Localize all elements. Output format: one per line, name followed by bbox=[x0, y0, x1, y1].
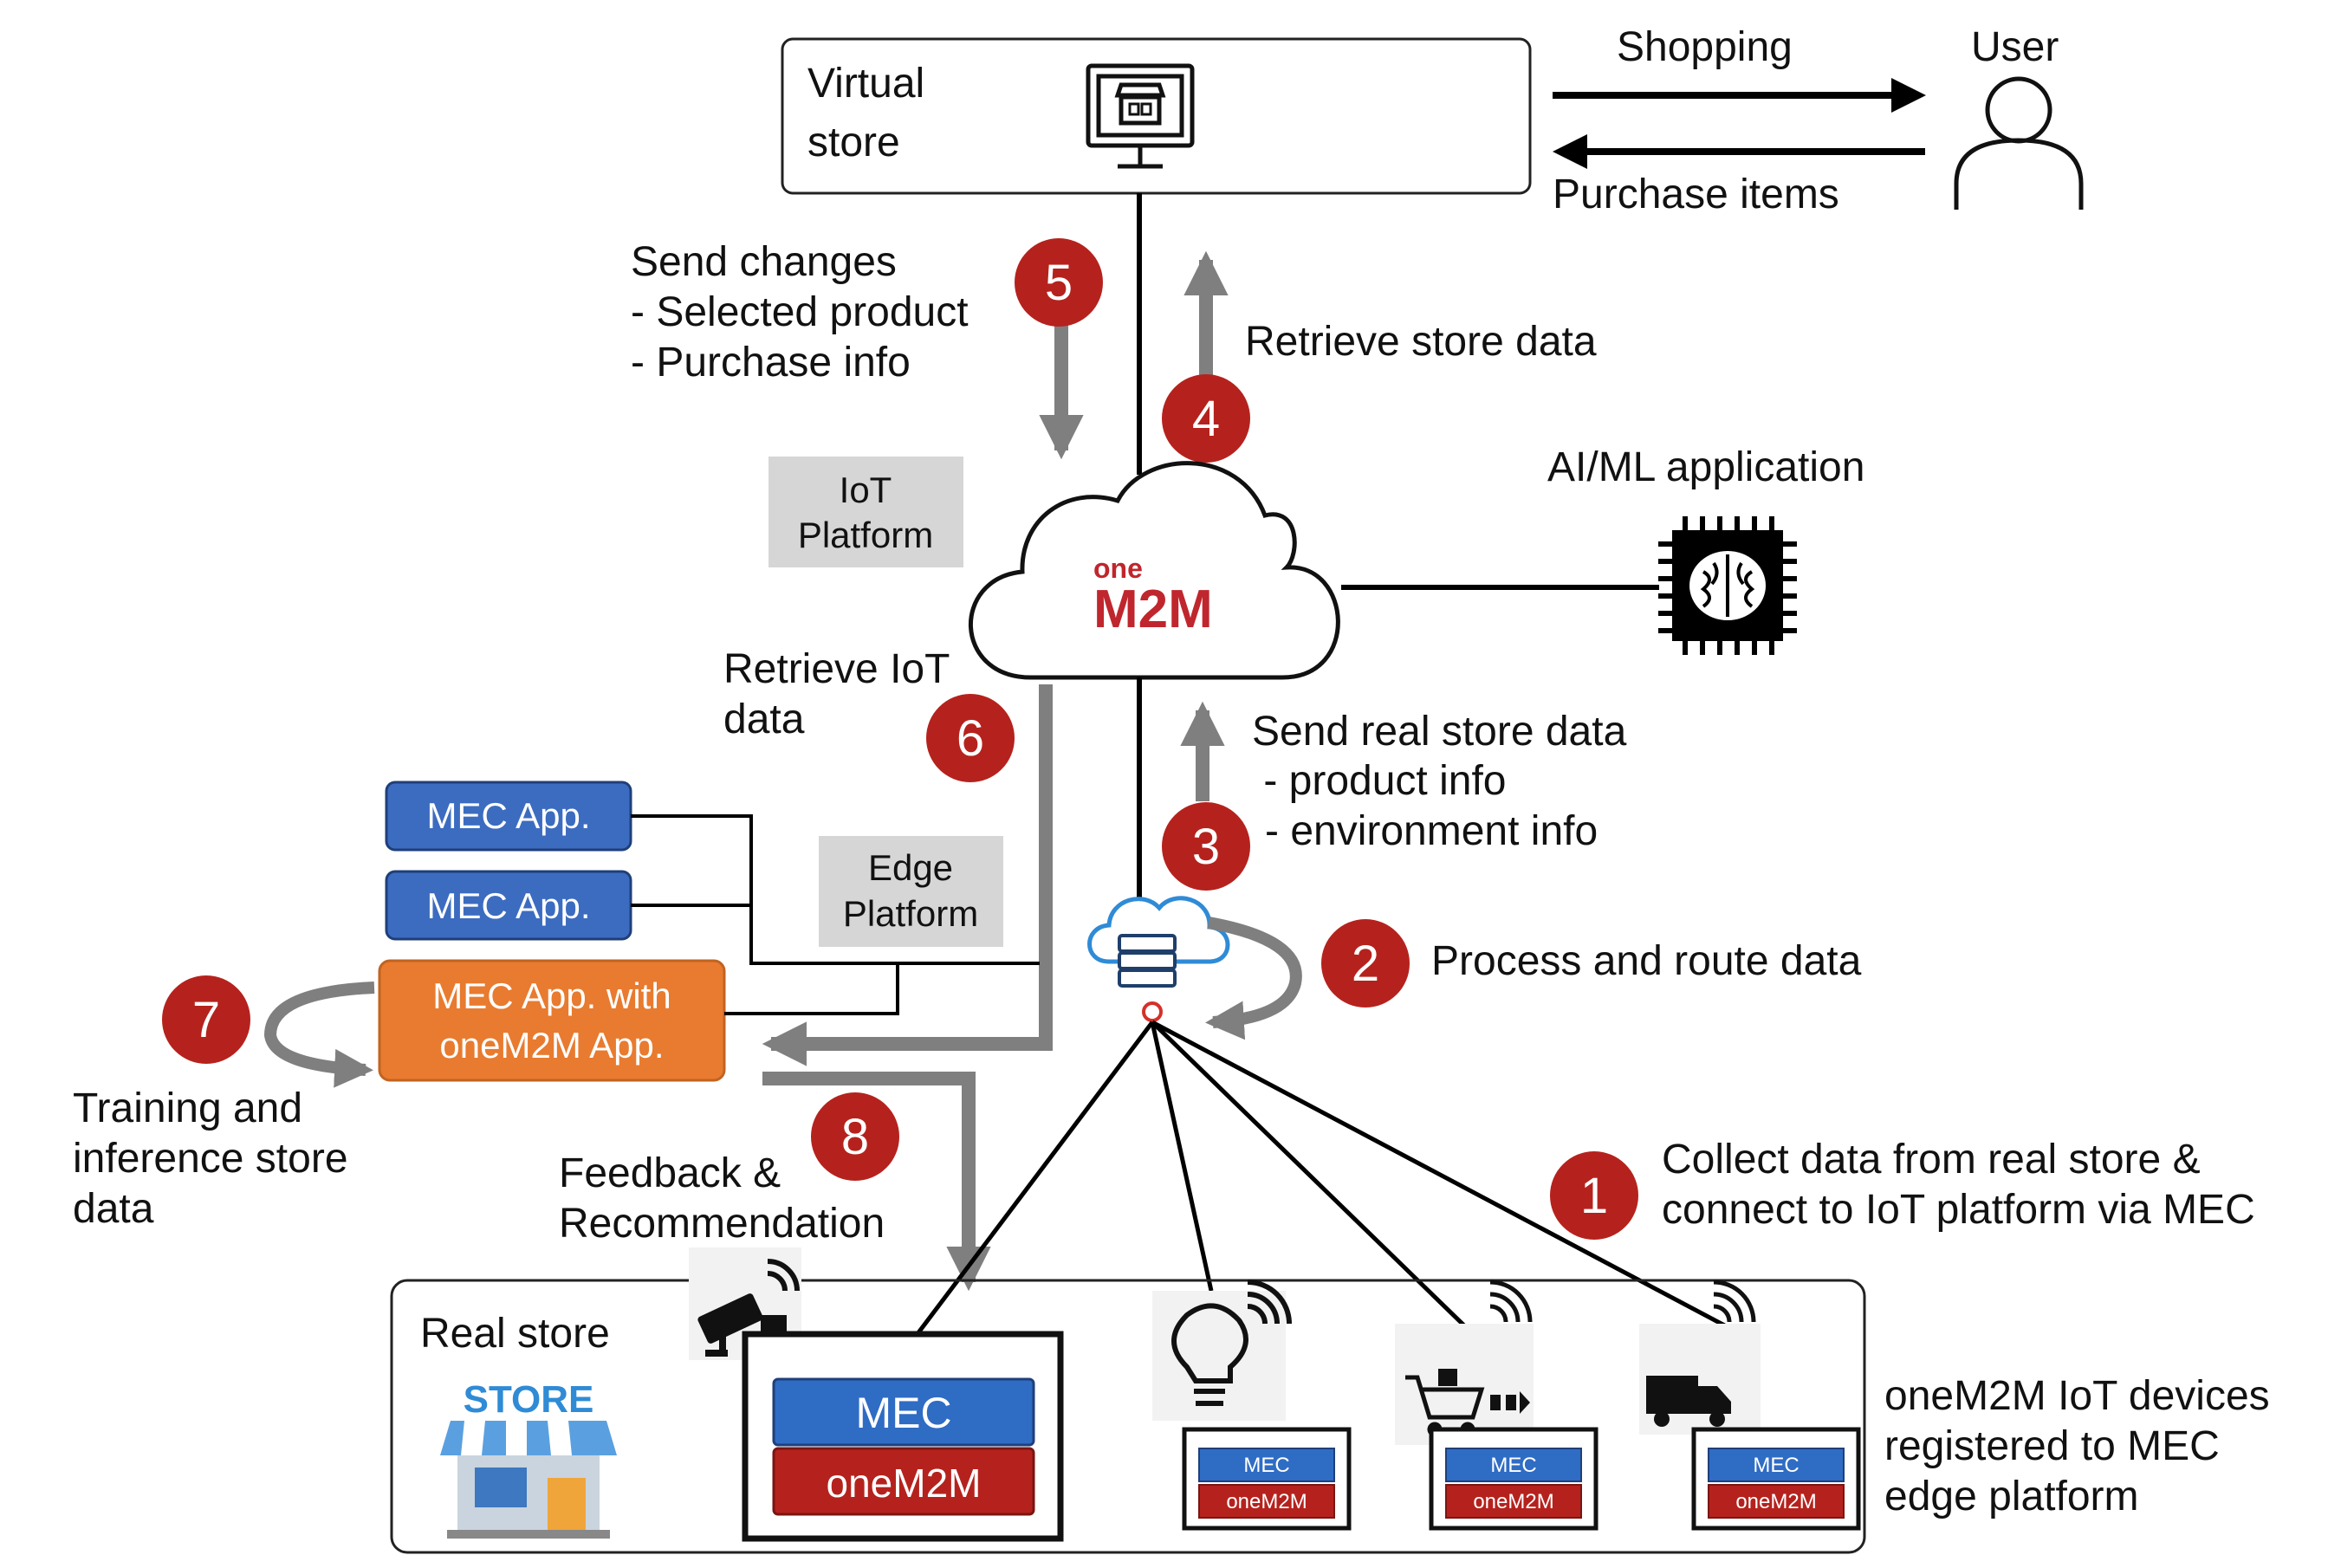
step7-group: 7 Training and inference store data bbox=[73, 975, 375, 1232]
step8-text-line1: Feedback & bbox=[559, 1150, 781, 1196]
device-cart bbox=[1395, 1280, 1534, 1445]
edge-platform-line2: Platform bbox=[843, 893, 978, 934]
device-3-onem2m: oneM2M bbox=[1735, 1490, 1816, 1513]
mec-app-1: MEC App. bbox=[385, 781, 632, 852]
step3-badge: 3 bbox=[1192, 819, 1220, 875]
store-mec-label: MEC bbox=[855, 1389, 951, 1437]
device-2-onem2m: oneM2M bbox=[1473, 1490, 1553, 1513]
step4-badge: 4 bbox=[1192, 391, 1220, 447]
device-1-mec: MEC bbox=[1243, 1454, 1289, 1477]
mec-onem2m-app: MEC App. with oneM2M App. bbox=[378, 959, 726, 1082]
device-2-mec: MEC bbox=[1490, 1454, 1536, 1477]
step1-text-line1: Collect data from real store & bbox=[1662, 1137, 2201, 1182]
real-store-box: Real store bbox=[390, 1279, 1866, 1554]
ai-ml-label: AI/ML application bbox=[1547, 444, 1864, 490]
step5-text-line1: Send changes bbox=[631, 239, 897, 285]
step3-text-line3: - environment info bbox=[1265, 808, 1598, 854]
step7-text-line2: inference store bbox=[73, 1136, 348, 1182]
step3-text-line1: Send real store data bbox=[1252, 709, 1627, 755]
step3-text-line2: - product info bbox=[1252, 758, 1506, 804]
devices-note: oneM2M IoT devices registered to MEC edg… bbox=[1884, 1373, 2270, 1519]
mec-app-2-label: MEC App. bbox=[426, 885, 590, 926]
store-onem2m-label: oneM2M bbox=[827, 1461, 982, 1506]
step3-group: 3 Send real store data - product info - … bbox=[1162, 701, 1627, 891]
device-3-mec: MEC bbox=[1753, 1454, 1799, 1477]
iot-platform-line1: IoT bbox=[840, 470, 892, 510]
step7-text-line1: Training and bbox=[73, 1085, 302, 1131]
step5-group: Send changes - Selected product - Purcha… bbox=[631, 238, 1103, 460]
step5-text-line3: - Purchase info bbox=[631, 340, 911, 386]
step8-badge: 8 bbox=[841, 1109, 869, 1165]
onem2m-logo-m2m: M2M bbox=[1093, 580, 1213, 639]
store-sign: STORE bbox=[464, 1378, 594, 1421]
step2-text: Process and route data bbox=[1431, 938, 1862, 984]
iot-platform-box: IoT Platform bbox=[768, 457, 963, 567]
devices-note-line1: oneM2M IoT devices bbox=[1884, 1373, 2270, 1419]
step7-text-line3: data bbox=[73, 1186, 154, 1232]
step6-arrow bbox=[762, 684, 1053, 1066]
monitor-store-icon bbox=[1086, 63, 1195, 169]
purchase-items-arrow: Purchase items bbox=[1553, 134, 1925, 217]
devices-note-line2: registered to MEC bbox=[1884, 1423, 2220, 1469]
step6-badge: 6 bbox=[957, 710, 984, 767]
step6-text-line1: Retrieve IoT bbox=[723, 646, 950, 692]
device-1-onem2m: oneM2M bbox=[1226, 1490, 1307, 1513]
mec-onem2m-app-line1: MEC App. with bbox=[432, 975, 671, 1016]
virtual-store-box: Virtual store bbox=[781, 37, 1532, 195]
step1-group: 1 Collect data from real store & connect… bbox=[1550, 1137, 2255, 1240]
app-connector-lines bbox=[631, 814, 1040, 1015]
mec-onem2m-app-line2: oneM2M App. bbox=[439, 1025, 664, 1066]
device-lightbulb bbox=[1152, 1280, 1292, 1421]
step1-badge: 1 bbox=[1580, 1168, 1608, 1224]
step4-text: Retrieve store data bbox=[1245, 319, 1597, 365]
device-3-chip: MEC oneM2M bbox=[1691, 1427, 1861, 1531]
step6-group: Retrieve IoT data 6 bbox=[723, 646, 1053, 1066]
step5-text-line2: - Selected product bbox=[631, 289, 969, 335]
real-store-title: Real store bbox=[420, 1311, 610, 1357]
virtual-store-label-line2: store bbox=[807, 120, 900, 165]
step6-text-line2: data bbox=[723, 697, 805, 742]
edge-platform-box: Edge Platform bbox=[819, 836, 1003, 947]
edge-server-icon bbox=[1087, 896, 1230, 1022]
ai-chip-brain-icon bbox=[1658, 516, 1797, 655]
edge-to-devices-lines bbox=[912, 1020, 1735, 1340]
mec-app-2: MEC App. bbox=[385, 870, 632, 941]
step7-rotate-arrow bbox=[263, 982, 375, 1088]
device-1-chip: MEC oneM2M bbox=[1182, 1427, 1352, 1531]
step7-badge: 7 bbox=[192, 992, 220, 1048]
user-icon bbox=[1954, 76, 2084, 210]
purchase-items-label: Purchase items bbox=[1553, 172, 1839, 217]
onem2m-cloud: one M2M bbox=[968, 461, 1340, 680]
step5-badge: 5 bbox=[1045, 255, 1073, 311]
onem2m-logo-one: one bbox=[1093, 553, 1143, 584]
edge-platform-line1: Edge bbox=[868, 847, 953, 888]
step8-arrow bbox=[762, 1072, 991, 1292]
shopping-label: Shopping bbox=[1617, 24, 1793, 70]
step4-group: 4 Retrieve store data bbox=[1162, 250, 1597, 463]
step8-group: 8 Feedback & Recommendation bbox=[559, 1072, 991, 1292]
step2-badge: 2 bbox=[1352, 936, 1379, 992]
device-2-chip: MEC oneM2M bbox=[1429, 1427, 1598, 1531]
step2-rotate-arrow bbox=[1205, 917, 1302, 1040]
devices-note-line3: edge platform bbox=[1884, 1474, 2139, 1519]
shopping-arrow: Shopping bbox=[1553, 24, 1926, 113]
virtual-store-label-line1: Virtual bbox=[807, 61, 924, 107]
user-label: User bbox=[1971, 24, 2059, 70]
device-truck bbox=[1639, 1280, 1761, 1435]
step8-text-line2: Recommendation bbox=[559, 1201, 885, 1247]
store-building-icon: STORE bbox=[440, 1378, 617, 1539]
store-mec-block: MEC oneM2M bbox=[742, 1331, 1064, 1542]
step1-text-line2: connect to IoT platform via MEC bbox=[1662, 1187, 2255, 1233]
mec-app-1-label: MEC App. bbox=[426, 795, 590, 836]
step2-group: 2 Process and route data bbox=[1205, 917, 1862, 1040]
iot-platform-line2: Platform bbox=[798, 515, 933, 555]
